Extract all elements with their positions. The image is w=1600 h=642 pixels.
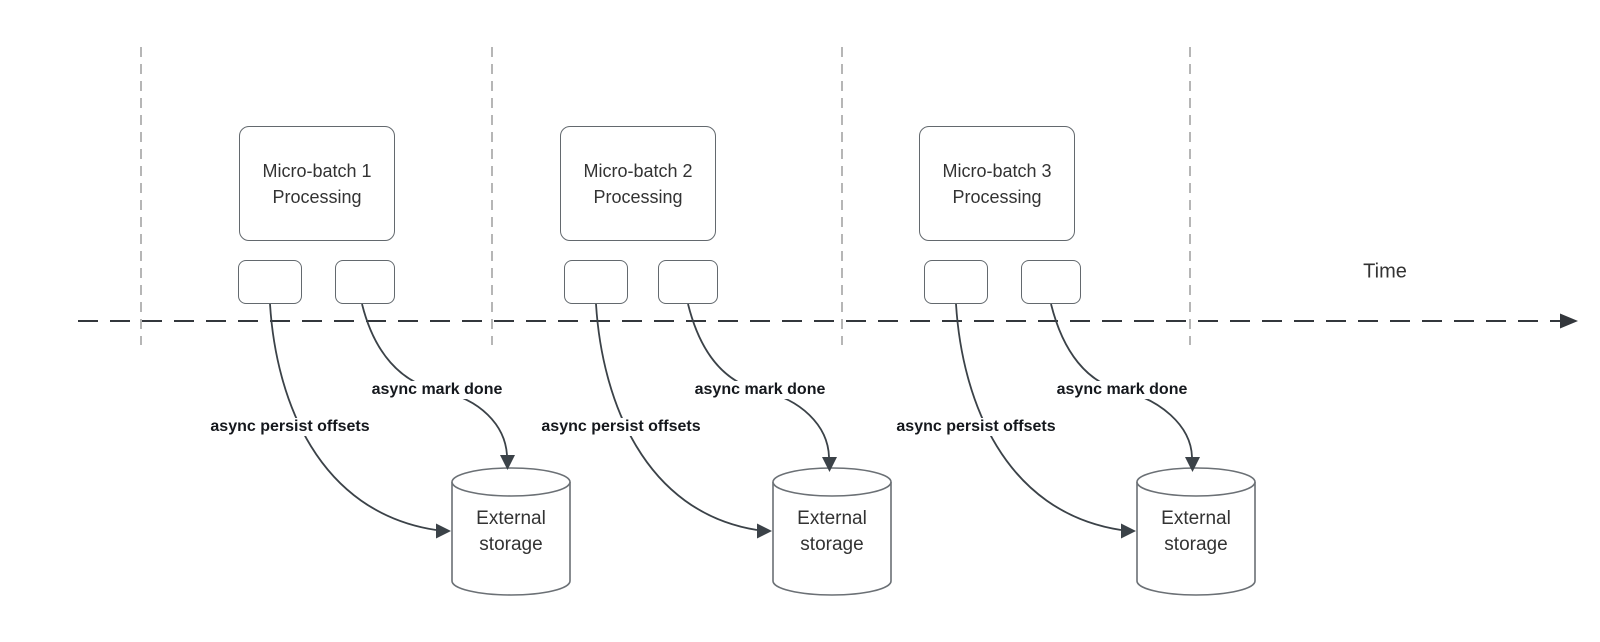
micro-batch-3-title: Micro-batch 3 Processing [942, 160, 1052, 207]
external-storage-label-2: External storage [797, 508, 867, 555]
external-storage-label-1: External storage [476, 508, 546, 555]
micro-batch-2-done-task-box [658, 260, 718, 304]
micro-batch-3-processing-box: Micro-batch 3 Processing [919, 126, 1075, 241]
mark-done-label-2: async mark done [692, 381, 828, 399]
persist-offsets-arrow-3 [955, 303, 1122, 531]
micro-batch-1-done-task-box [335, 260, 395, 304]
persist-offsets-arrow-1 [269, 303, 437, 531]
external-storage-cylinder-2 [772, 482, 892, 596]
micro-batch-3-offset-task-box [924, 260, 988, 304]
mark-done-arrow-1 [361, 303, 508, 456]
persist-offsets-label-3: async persist offsets [894, 418, 1058, 436]
micro-batch-1-title: Micro-batch 1 Processing [262, 160, 372, 207]
persist-offsets-arrow-2 [595, 303, 758, 531]
time-axis-label: Time [1363, 260, 1407, 283]
mark-done-arrowhead-3-icon [1185, 457, 1200, 472]
persist-offsets-label-1: async persist offsets [208, 418, 372, 436]
micro-batch-2-processing-box: Micro-batch 2 Processing [560, 126, 716, 241]
external-storage-cylinder-1 [451, 482, 571, 596]
persist-offsets-arrowhead-1-icon [436, 523, 451, 539]
mark-done-arrowhead-2-icon [822, 457, 837, 472]
time-axis-arrowhead-icon [1560, 313, 1578, 329]
mark-done-label-1: async mark done [369, 381, 505, 399]
persist-offsets-label-2: async persist offsets [539, 418, 703, 436]
external-storage-cylinder-1-top [451, 467, 571, 497]
persist-offsets-arrowhead-3-icon [1121, 523, 1136, 539]
mark-done-arrowhead-1-icon [500, 455, 515, 470]
micro-batch-3-done-task-box [1021, 260, 1081, 304]
micro-batch-1-processing-box: Micro-batch 1 Processing [239, 126, 395, 241]
micro-batch-1-offset-task-box [238, 260, 302, 304]
external-storage-cylinder-2-top [772, 467, 892, 497]
external-storage-cylinder-3 [1136, 482, 1256, 596]
mark-done-label-3: async mark done [1054, 381, 1190, 399]
persist-offsets-arrowhead-2-icon [757, 523, 772, 539]
external-storage-label-3: External storage [1161, 508, 1231, 555]
micro-batch-2-title: Micro-batch 2 Processing [583, 160, 693, 207]
micro-batch-2-offset-task-box [564, 260, 628, 304]
external-storage-cylinder-3-top [1136, 467, 1256, 497]
